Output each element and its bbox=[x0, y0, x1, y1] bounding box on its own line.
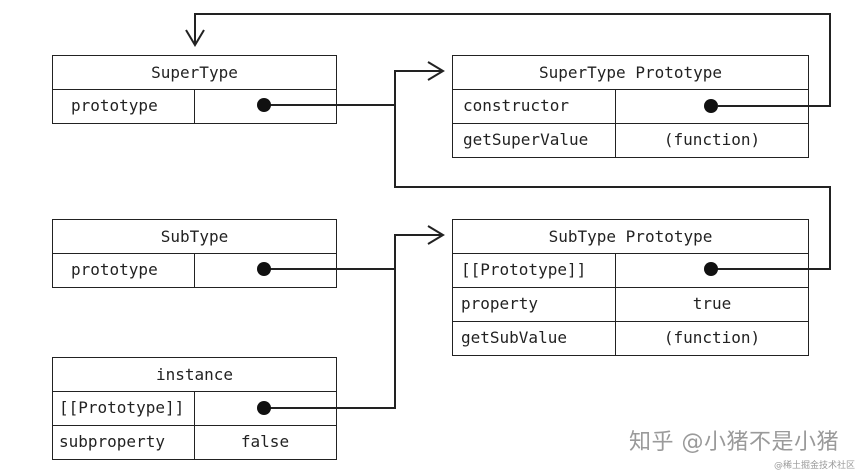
arrowhead-supertype bbox=[185, 29, 205, 47]
watermark: 知乎 @小猪不是小猪 bbox=[629, 430, 839, 455]
row-label: constructor bbox=[453, 90, 616, 123]
row-label: getSubValue bbox=[453, 322, 616, 356]
supertype-row-prototype: prototype bbox=[53, 90, 336, 124]
row-label: prototype bbox=[53, 254, 195, 288]
row-value bbox=[616, 90, 808, 123]
supertype-prototype-row-constructor: constructor bbox=[453, 90, 808, 124]
row-label: [[Prototype]] bbox=[453, 254, 616, 287]
row-value: false bbox=[240, 432, 290, 451]
row-value bbox=[195, 392, 335, 425]
row-value: (function) bbox=[663, 328, 761, 347]
supertype-prototype-box: SuperType Prototype constructor getSuper… bbox=[452, 55, 809, 158]
subtype-row-prototype: prototype bbox=[53, 254, 336, 288]
row-label: [[Prototype]] bbox=[53, 392, 195, 425]
instance-title: instance bbox=[53, 358, 336, 392]
row-value bbox=[616, 254, 808, 287]
row-value: true bbox=[692, 294, 732, 313]
row-value: (function) bbox=[663, 130, 761, 149]
instance-row-subproperty: subproperty false bbox=[53, 426, 336, 460]
row-label: prototype bbox=[53, 90, 195, 124]
row-label: getSuperValue bbox=[453, 124, 616, 158]
subtype-prototype-row-property: property true bbox=[453, 288, 808, 322]
instance-row-prototype-link: [[Prototype]] bbox=[53, 392, 336, 426]
arrowhead-supertype-prototype bbox=[427, 61, 445, 81]
subtype-prototype-row-getsubvalue: getSubValue (function) bbox=[453, 322, 808, 356]
watermark-sub: @稀土掘金技术社区 bbox=[773, 461, 855, 471]
subtype-box: SubType prototype bbox=[52, 219, 337, 288]
supertype-prototype-row-getsupervalue: getSuperValue (function) bbox=[453, 124, 808, 158]
supertype-title: SuperType bbox=[53, 56, 336, 90]
supertype-prototype-title: SuperType Prototype bbox=[453, 56, 808, 90]
subtype-prototype-title: SubType Prototype bbox=[453, 220, 808, 254]
row-label: subproperty bbox=[53, 426, 195, 460]
subtype-prototype-box: SubType Prototype [[Prototype]] property… bbox=[452, 219, 809, 356]
row-label: property bbox=[453, 288, 616, 321]
row-value bbox=[195, 90, 335, 124]
subtype-prototype-row-prototype-link: [[Prototype]] bbox=[453, 254, 808, 288]
supertype-box: SuperType prototype bbox=[52, 55, 337, 124]
subtype-title: SubType bbox=[53, 220, 336, 254]
instance-box: instance [[Prototype]] subproperty false bbox=[52, 357, 337, 460]
row-value bbox=[195, 254, 335, 288]
arrowhead-subtype-prototype bbox=[427, 225, 445, 245]
